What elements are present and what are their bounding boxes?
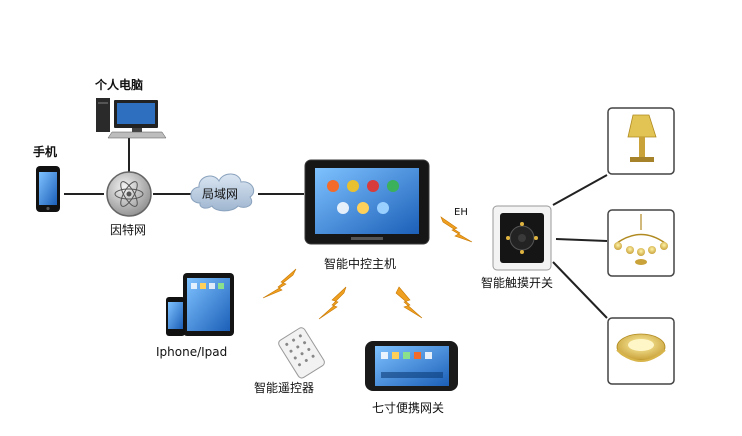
remote-label: 智能遥控器	[254, 381, 315, 395]
lightning-eh-icon	[440, 216, 473, 243]
lightning-gateway-icon	[395, 286, 423, 319]
lightning-remote-icon	[318, 286, 347, 320]
ipad-iphone-icon	[166, 273, 234, 336]
pc-icon	[96, 98, 167, 139]
table-lamp-icon	[607, 107, 675, 175]
iphone-ipad-label: Iphone/Ipad	[156, 345, 228, 359]
lan-label: 局域网	[202, 187, 239, 201]
lightning-ipad-icon	[262, 268, 297, 299]
gateway-label: 七寸便携网关	[372, 401, 445, 415]
connection-lines	[64, 138, 608, 319]
crystal-ceiling-lamp-icon	[607, 317, 675, 385]
line-switch-lamp3	[552, 261, 608, 319]
chandelier-icon	[607, 209, 675, 277]
touch-switch-icon	[492, 205, 552, 271]
controller-device-icon	[304, 159, 430, 245]
portable-gateway-icon	[365, 341, 458, 391]
internet-label: 因特网	[110, 223, 147, 237]
line-switch-lamp1	[552, 174, 608, 206]
line-switch-lamp2	[555, 238, 608, 242]
remote-icon	[278, 327, 325, 379]
lan-cloud-icon	[190, 173, 255, 212]
touch-switch-label: 智能触摸开关	[481, 276, 554, 290]
eh-label: EH	[454, 207, 468, 218]
phone-icon	[36, 166, 60, 212]
phone-label: 手机	[33, 145, 58, 159]
pc-label: 个人电脑	[95, 78, 144, 92]
internet-globe-icon	[106, 171, 152, 217]
controller-label: 智能中控主机	[324, 257, 397, 271]
